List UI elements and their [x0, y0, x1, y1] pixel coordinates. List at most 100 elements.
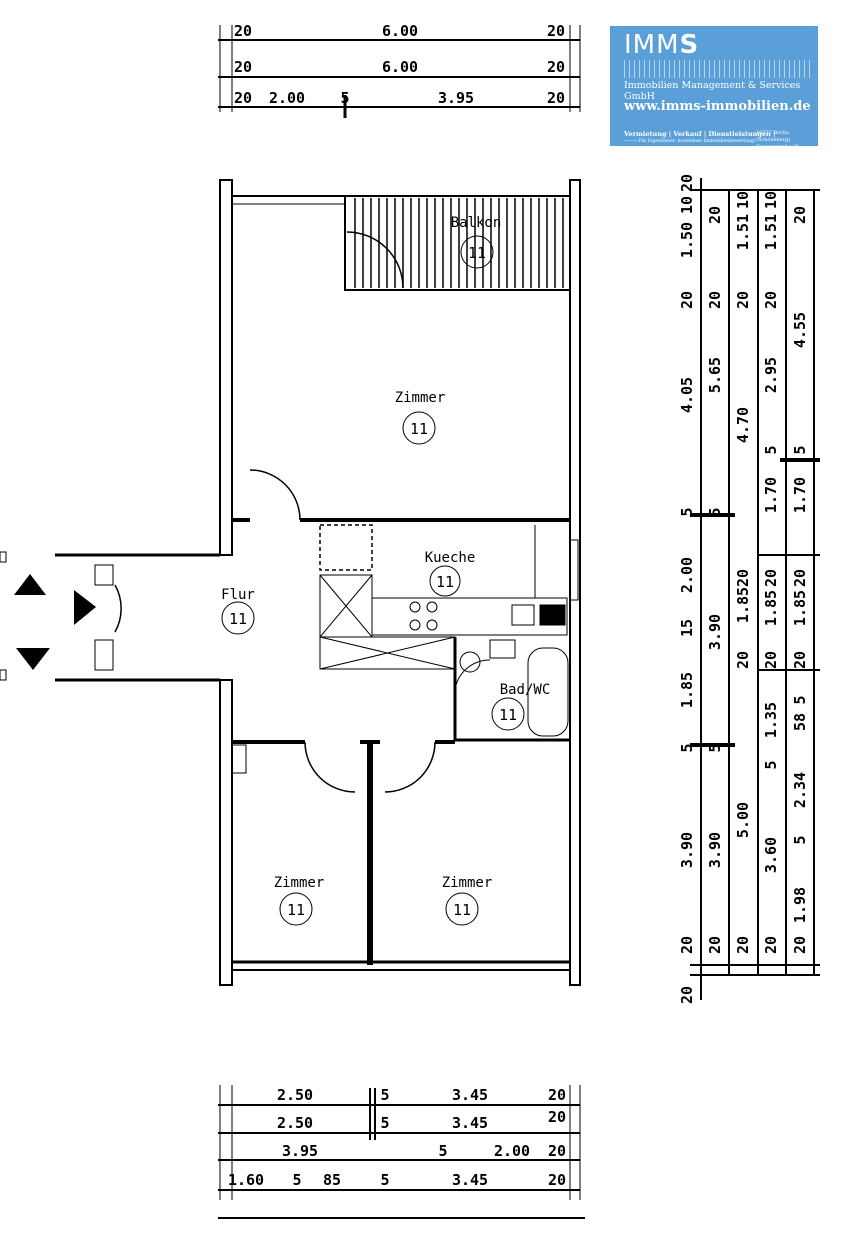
svg-text:Bad/WC: Bad/WC: [500, 682, 551, 698]
dimension-label: 15: [678, 619, 696, 637]
dimension-label: 2.34: [791, 772, 809, 808]
dimension-label: 5: [706, 743, 724, 752]
dimension-label: 20: [791, 651, 809, 669]
dimension-label: 1.98: [791, 887, 809, 923]
dimension-label: 5: [762, 445, 780, 454]
svg-text:11: 11: [229, 610, 247, 628]
svg-text:11: 11: [499, 706, 517, 724]
svg-text:2.00: 2.00: [494, 1142, 530, 1160]
dimension-label: 1.85: [734, 587, 752, 623]
dimensions-top-labels: 20 6.00 20 20 6.00 20 20 2.00 5 3.95 20: [234, 22, 565, 107]
dimension-label: 4.05: [678, 377, 696, 413]
svg-text:20: 20: [234, 22, 252, 40]
svg-text:5: 5: [380, 1114, 389, 1132]
walls: [55, 179, 581, 986]
room-labels: Balkon 11 Zimmer 11 Kueche 11 Flur 11 Bad/WC…: [221, 215, 551, 926]
dimension-label: 20: [734, 651, 752, 669]
dimension-label: 3.90: [706, 832, 724, 868]
dimension-label: 20: [706, 206, 724, 224]
dimension-label: 20: [734, 291, 752, 309]
imms-logo: IMMS Immobilien Management & Services Gm…: [610, 26, 818, 150]
dimension-label: 4.70: [734, 407, 752, 443]
dimension-label: 10: [762, 191, 780, 209]
svg-text:20: 20: [548, 1142, 566, 1160]
svg-text:3.45: 3.45: [452, 1171, 488, 1189]
logo-sub: ——→ Für Eigentümer: kostenlose Immobilie…: [624, 139, 756, 144]
dimension-label: 5: [791, 695, 809, 704]
svg-text:Flur: Flur: [221, 587, 255, 603]
dimension-label: 1.51: [762, 214, 780, 250]
dimension-label: 5.00: [734, 802, 752, 838]
dimension-label: 1.70: [762, 477, 780, 513]
svg-text:Zimmer: Zimmer: [274, 875, 325, 891]
dimension-label: 3.60: [762, 837, 780, 873]
dimension-label: 1.50: [678, 222, 696, 258]
svg-text:11: 11: [436, 573, 454, 591]
svg-text:11: 11: [410, 420, 428, 438]
stair-arrows: [0, 551, 96, 681]
dimension-label: 5: [706, 507, 724, 516]
room-kueche: Kueche 11: [425, 550, 476, 597]
dimension-label: 1.85: [678, 672, 696, 708]
svg-text:20: 20: [547, 89, 565, 107]
svg-text:2.50: 2.50: [277, 1086, 313, 1104]
svg-text:20: 20: [548, 1086, 566, 1104]
room-balkon: Balkon 11: [451, 215, 502, 269]
room-zimmer-3: Zimmer 11: [442, 875, 493, 926]
dimension-label: 3.90: [678, 832, 696, 868]
svg-text:1.60: 1.60: [228, 1171, 264, 1189]
dimension-label: 2.00: [678, 557, 696, 593]
dimension-label: 20: [706, 291, 724, 309]
dimension-label: 20: [791, 206, 809, 224]
room-flur: Flur 11: [221, 587, 255, 635]
svg-text:20: 20: [234, 58, 252, 76]
svg-text:6.00: 6.00: [382, 22, 418, 40]
room-zimmer-1: Zimmer 11: [395, 390, 446, 445]
dimension-label: 20: [734, 569, 752, 587]
svg-text:5: 5: [340, 89, 349, 107]
dimension-label: 20: [762, 569, 780, 587]
svg-text:3.95: 3.95: [282, 1142, 318, 1160]
dimension-label: 5: [791, 445, 809, 454]
svg-text:Zimmer: Zimmer: [442, 875, 493, 891]
dimension-label: 20: [678, 936, 696, 954]
logo-services: Vermietung | Verkauf | Dienstleistungen …: [624, 130, 776, 138]
svg-text:5: 5: [380, 1171, 389, 1189]
dimension-label: 4.55: [791, 312, 809, 348]
svg-text:20: 20: [234, 89, 252, 107]
dimension-label: 3.90: [706, 614, 724, 650]
logo-address: 10777 Berlin (Schöneberg)Fuggerstraße 45: [756, 130, 799, 150]
dimension-label: 5: [678, 507, 696, 516]
dimension-label: 20: [762, 291, 780, 309]
dimension-label: 1.85: [762, 590, 780, 626]
svg-text:5: 5: [438, 1142, 447, 1160]
svg-text:Kueche: Kueche: [425, 550, 476, 566]
dimension-label: 1.51: [734, 214, 752, 250]
svg-text:85: 85: [323, 1171, 341, 1189]
dimension-label: 20: [678, 174, 696, 192]
room-bad-wc: Bad/WC 11: [491, 682, 551, 731]
dimension-label: 20: [762, 936, 780, 954]
dimension-label: 20: [762, 651, 780, 669]
svg-text:11: 11: [453, 901, 471, 919]
dimensions-right-labels: 20 10 1.50 20 4.05 5 2.00 15 1.85 5 3.90 20 20 20 20 5.…: [678, 174, 809, 1004]
svg-text:Balkon: Balkon: [451, 215, 502, 231]
svg-text:20: 20: [548, 1108, 566, 1126]
dimension-label: 20: [734, 936, 752, 954]
dimension-label: 1.85: [791, 590, 809, 626]
svg-text:3.95: 3.95: [438, 89, 474, 107]
dimension-label: 10: [678, 196, 696, 214]
svg-text:3.45: 3.45: [452, 1086, 488, 1104]
dimension-label: 5: [678, 743, 696, 752]
svg-text:20: 20: [548, 1171, 566, 1189]
svg-text:11: 11: [468, 244, 486, 262]
logo-brand: IMMS: [624, 30, 700, 60]
dimension-label: 5.65: [706, 357, 724, 393]
svg-text:20: 20: [547, 58, 565, 76]
svg-text:5: 5: [380, 1086, 389, 1104]
dimensions-right: [690, 178, 820, 1000]
dimension-label: 1.35: [762, 702, 780, 738]
dimension-label: 20: [791, 569, 809, 587]
svg-text:Zimmer: Zimmer: [395, 390, 446, 406]
